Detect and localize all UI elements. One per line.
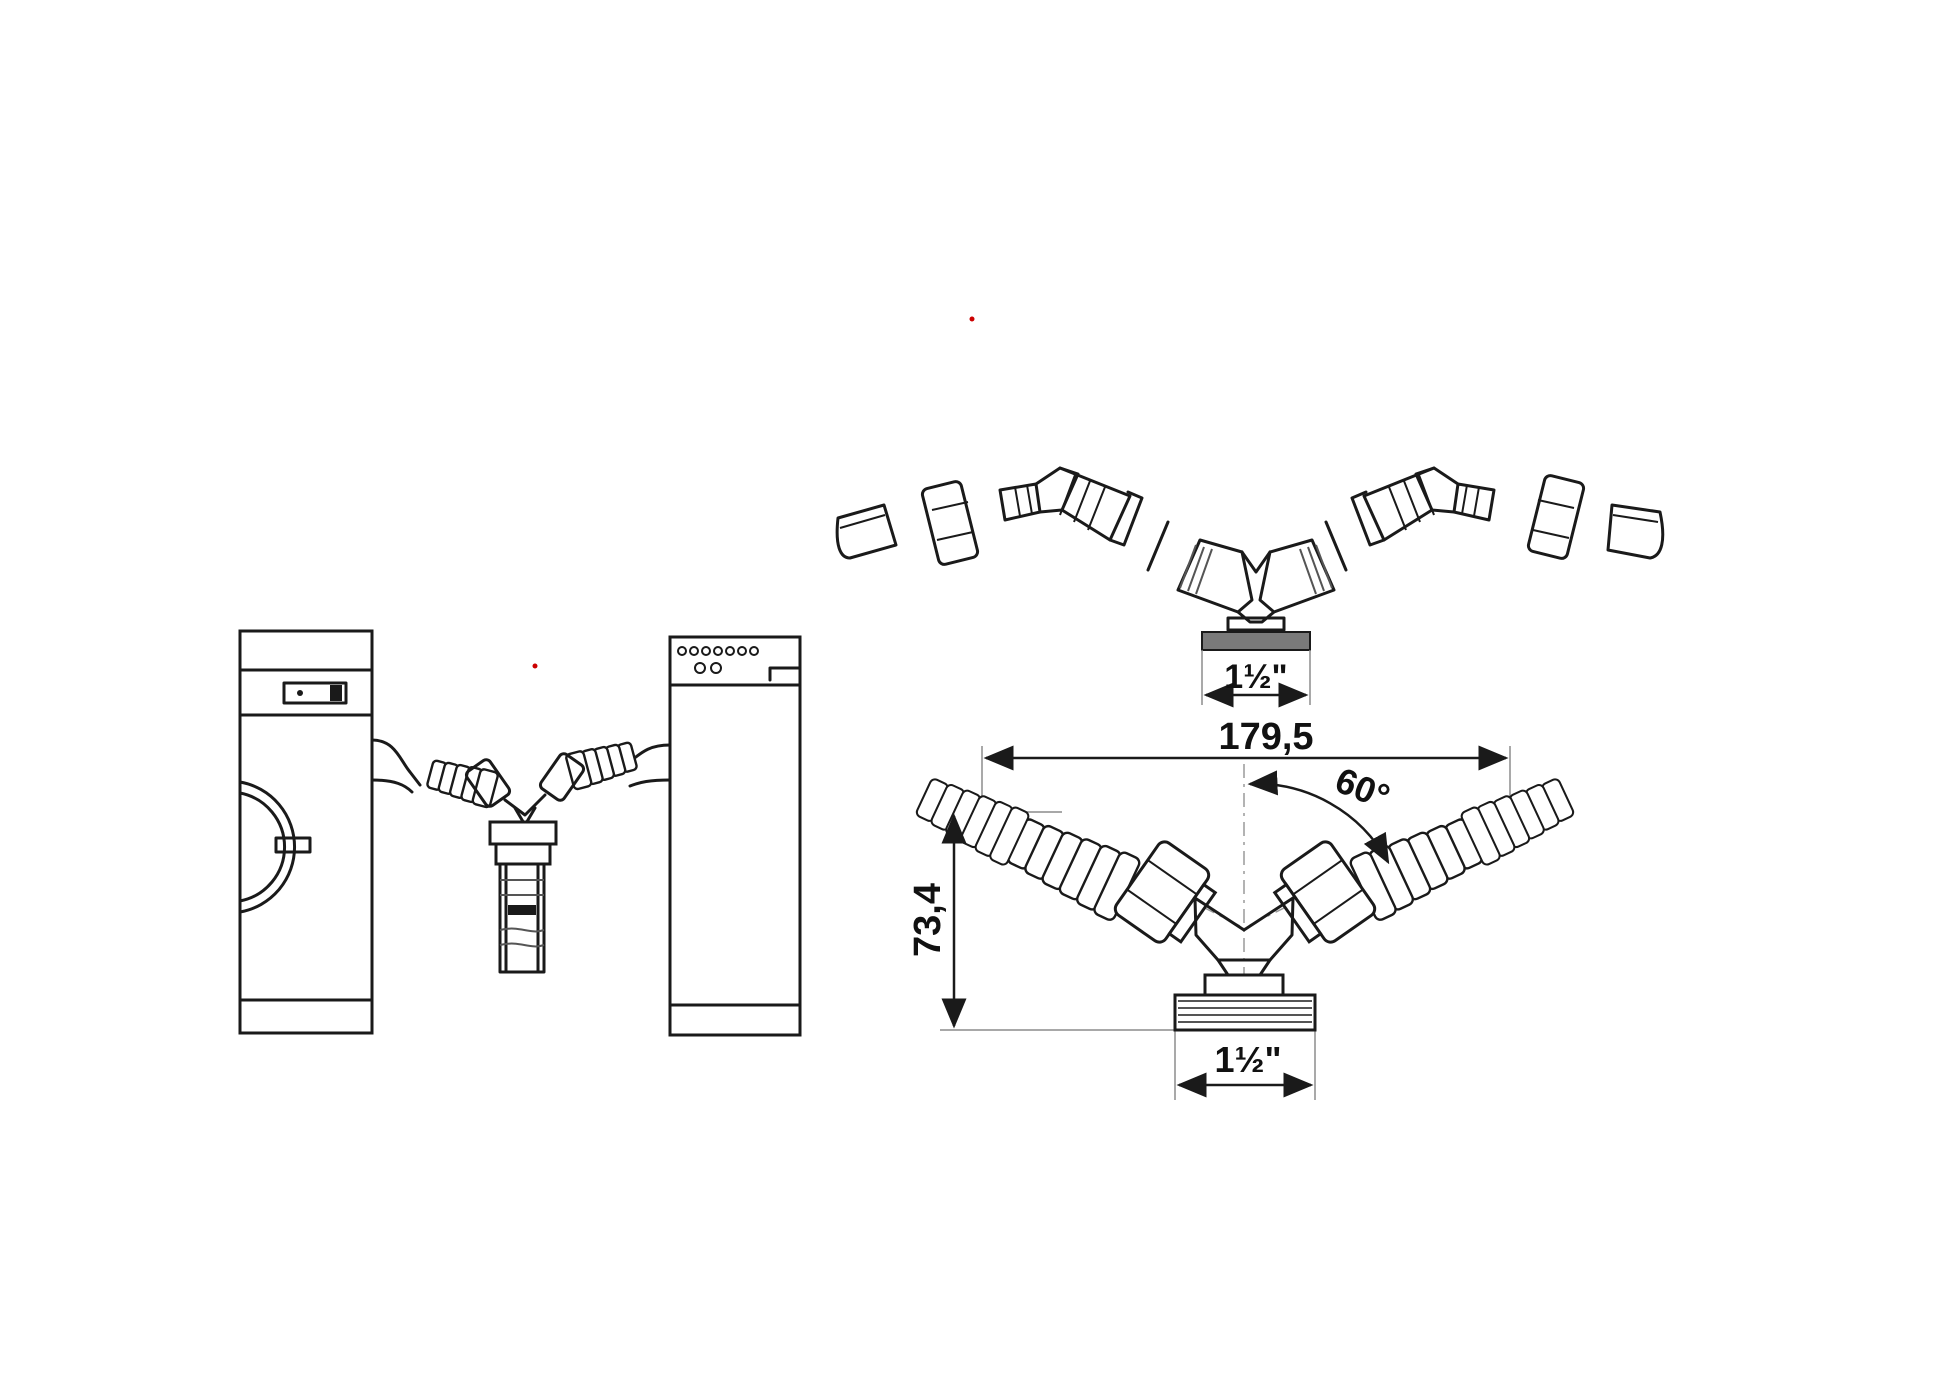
marker-dot: [969, 316, 975, 322]
hose-left-exploded: [998, 466, 1144, 547]
gasket-left: [1146, 520, 1170, 572]
width-dimension-label: 179,5: [1218, 716, 1313, 758]
siphon: [488, 820, 558, 974]
angle-dimension-arc: [1247, 770, 1390, 865]
y-fitting-body: [1173, 896, 1317, 1032]
exploded-view: 1½": [835, 466, 1665, 708]
thread-label-exploded: 1½": [1224, 658, 1287, 696]
thread-label-main: 1½": [1214, 1039, 1281, 1080]
hose-right-exploded: [1350, 466, 1496, 547]
end-cap-left: [835, 503, 898, 560]
dimensioned-view: 179,5 60° 73,4 1½": [907, 716, 1580, 1100]
drain-hoses: [370, 736, 672, 827]
nut-left-assembled: [1113, 840, 1218, 944]
nut-right: [1526, 474, 1586, 560]
nut-left: [920, 480, 980, 566]
gasket-right: [1324, 520, 1348, 572]
end-cap-right: [1606, 503, 1665, 560]
installation-view: [238, 629, 802, 1037]
washing-machine: [238, 629, 374, 1035]
y-fitting-exploded: [1176, 538, 1336, 651]
height-dimension-label: 73,4: [907, 883, 949, 957]
marker-dot: [532, 663, 538, 669]
dishwasher: [668, 635, 802, 1037]
